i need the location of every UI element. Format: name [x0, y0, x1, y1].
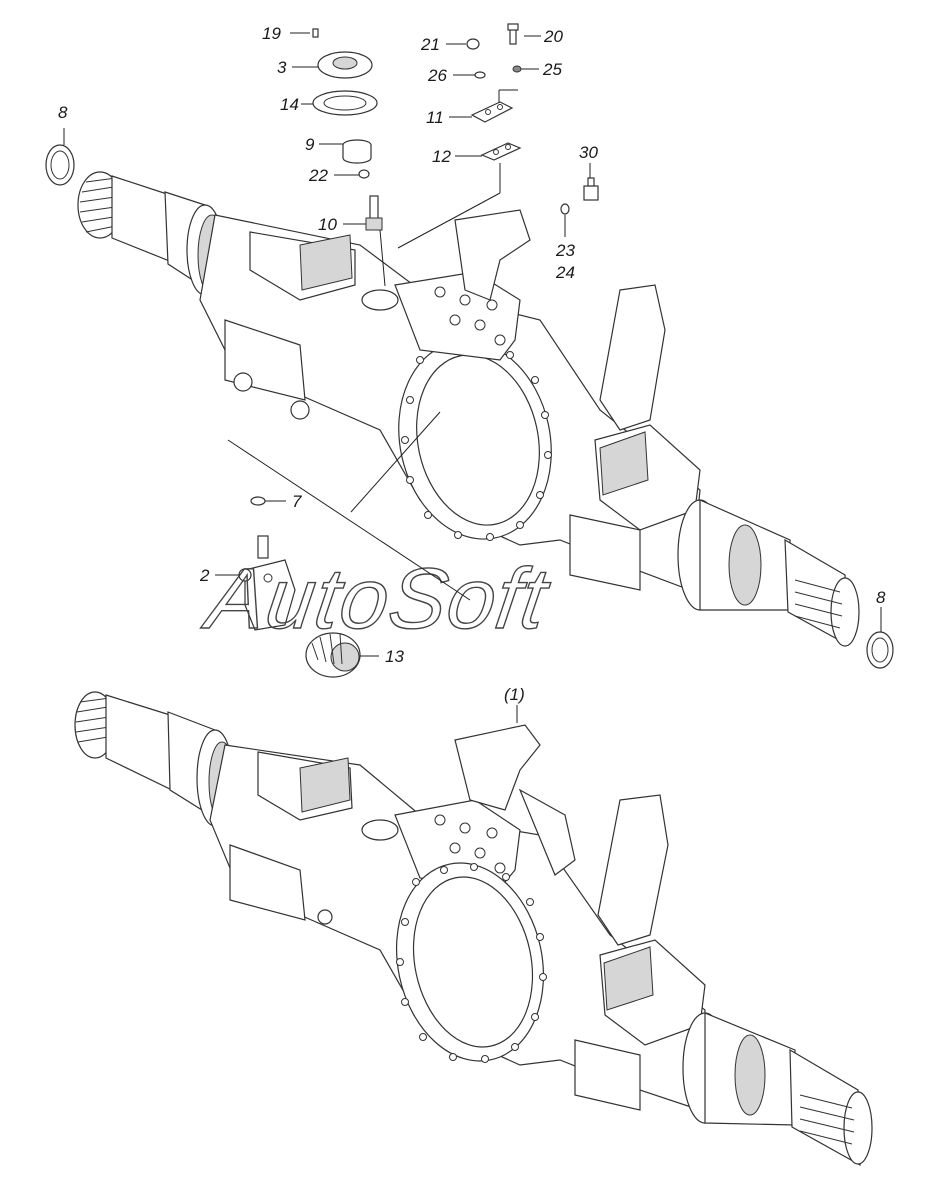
callout-26: 26 [427, 66, 447, 85]
callout-labels: 19 3 14 9 22 10 21 20 26 25 11 12 30 23 … [58, 24, 886, 704]
callout-14: 14 [280, 95, 299, 114]
seal-ring-8-left [45, 144, 75, 186]
callout-1: (1) [504, 685, 525, 704]
callout-3: 3 [277, 58, 287, 77]
callout-7: 7 [292, 492, 302, 511]
callout-9: 9 [305, 135, 315, 154]
watermark: AutoSoft [197, 551, 555, 647]
gasket-12 [480, 142, 522, 161]
callout-25: 25 [542, 60, 562, 79]
washer-26 [474, 71, 486, 79]
callout-21: 21 [420, 35, 440, 54]
callout-24: 24 [555, 263, 575, 282]
differential-gear-13 [305, 632, 361, 678]
callout-19: 19 [262, 24, 281, 43]
plate-11 [470, 101, 514, 123]
washer-7 [250, 496, 266, 506]
callout-10: 10 [318, 215, 337, 234]
nut-21 [466, 38, 480, 50]
washer-25 [512, 65, 522, 73]
breather-30 [583, 177, 599, 201]
callout-13: 13 [385, 647, 404, 666]
callout-11: 11 [426, 108, 444, 127]
callout-23: 23 [555, 241, 575, 260]
callout-12: 12 [432, 147, 451, 166]
right-shaft-upper [677, 499, 860, 647]
axle-housing-assembled [74, 691, 873, 1167]
gasket-14 [312, 90, 378, 116]
callout-8-left: 8 [58, 103, 68, 122]
bolt-19 [312, 28, 319, 38]
axle-housing-exploded [77, 171, 860, 647]
callout-22: 22 [308, 166, 328, 185]
callout-8-right: 8 [876, 588, 886, 607]
o-ring-23 [560, 203, 570, 215]
stud-10 [365, 195, 383, 231]
cover-3 [317, 51, 373, 79]
lock-mechanism-2 [238, 535, 296, 631]
seal-ring-8-right [866, 631, 894, 669]
callout-20: 20 [543, 27, 563, 46]
callout-2: 2 [199, 566, 210, 585]
callout-30: 30 [579, 143, 598, 162]
bushing-9 [342, 139, 372, 164]
bolt-20 [507, 23, 519, 45]
nut-22 [358, 169, 370, 179]
leader-lines [63, 32, 882, 723]
